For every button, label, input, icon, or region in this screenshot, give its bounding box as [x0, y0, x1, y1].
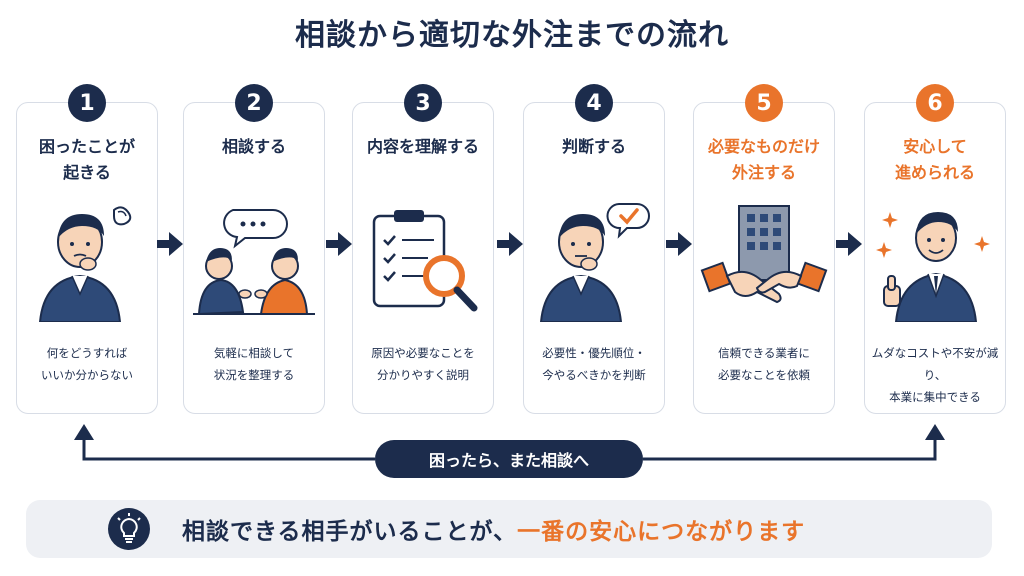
arrow-right-icon: [666, 232, 692, 256]
banner-text-highlight: 一番の安心につながります: [517, 519, 806, 545]
arrow-right-icon: [836, 232, 862, 256]
step-number: 5: [745, 84, 783, 122]
step-title: 必要なものだけ外注する: [707, 137, 820, 182]
step-title: 判断する: [561, 137, 626, 156]
step-card: [183, 102, 325, 414]
lightbulb-icon: [108, 508, 150, 550]
confident-man-icon: [876, 212, 990, 322]
consultation-icon: [193, 209, 315, 316]
checklist-magnifier-icon: [372, 210, 478, 312]
arrow-right-icon: [326, 232, 352, 256]
arrow-right-icon: [497, 232, 523, 256]
step-description: 気軽に相談して状況を整理する: [213, 346, 295, 382]
step-description: 原因や必要なことを分かりやすく説明: [371, 346, 475, 382]
step-number: 2: [235, 84, 273, 122]
worried-man-icon: [38, 206, 132, 322]
step-number: 3: [404, 84, 442, 122]
step-description: 必要性・優先順位・今やるべきかを判断: [542, 346, 646, 382]
step-description: 信頼できる業者に必要なことを依頼: [718, 346, 810, 382]
step-title: 相談する: [221, 137, 286, 156]
step-title: 安心して進められる: [894, 137, 975, 182]
loop-label: 困ったら、また相談へ: [375, 440, 643, 478]
page-title: 相談から適切な外注までの流れ: [295, 18, 729, 53]
step-number: 1: [68, 84, 106, 122]
step-title: 困ったことが起きる: [38, 137, 135, 182]
step-number: 4: [575, 84, 613, 122]
building-handshake-icon: [700, 205, 828, 304]
step-title: 内容を理解する: [366, 137, 479, 156]
thinking-man-check-icon: [539, 203, 650, 322]
bottom-banner: 相談できる相手がいることが、一番の安心につながります: [26, 500, 992, 558]
banner-text: 相談できる相手がいることが、一番の安心につながります: [182, 500, 805, 558]
step-number: 6: [916, 84, 954, 122]
arrow-right-icon: [157, 232, 183, 256]
step-description: ムダなコストや不安が減り、本業に集中できる: [871, 346, 999, 404]
banner-text-main: 相談できる相手がいることが、: [182, 519, 518, 545]
step-description: 何をどうすればいいか分からない: [41, 346, 133, 382]
